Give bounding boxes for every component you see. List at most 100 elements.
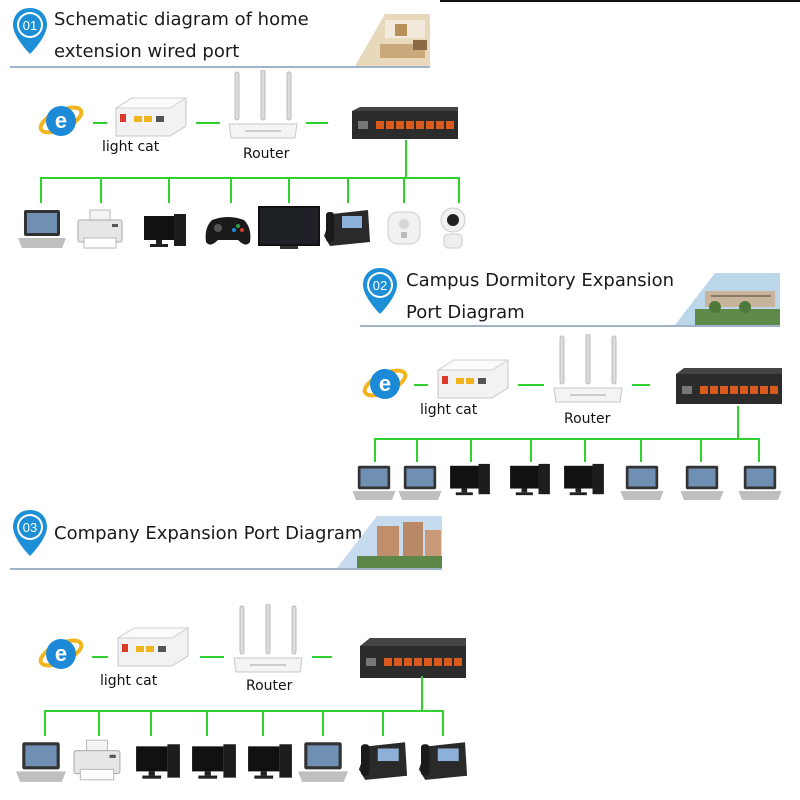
monitor-icon: [258, 206, 320, 249]
section-number: 02: [373, 278, 387, 293]
light-cat-label: light cat: [102, 139, 160, 155]
game-controller-icon: [205, 217, 251, 245]
title-underline: [360, 325, 780, 327]
wire: [405, 140, 407, 178]
network-switch-icon: [676, 368, 782, 404]
location-pin-icon: 02: [363, 268, 397, 314]
desktop-pc-icon: [248, 744, 292, 779]
drop-wire: [403, 177, 405, 203]
drop-wire: [347, 177, 349, 203]
laptop-icon: [620, 465, 664, 500]
internet-explorer-icon: e: [38, 105, 84, 136]
ip-phone-icon: [418, 742, 468, 780]
campus-photo: [675, 273, 780, 327]
internet-explorer-icon: e: [38, 638, 84, 669]
section-title-line-2: extension wired port: [54, 41, 240, 62]
drop-wire: [530, 438, 532, 462]
wire: [200, 656, 224, 658]
wireless-router-icon: [553, 334, 623, 403]
ip-phone-icon: [358, 742, 408, 780]
title-underline: [10, 568, 442, 570]
wire: [312, 656, 332, 658]
drop-wire: [206, 710, 208, 736]
ip-phone-icon: [324, 210, 370, 246]
printer-icon: [73, 739, 121, 781]
section-number: 01: [23, 18, 37, 33]
drop-wire: [758, 438, 760, 462]
desktop-pc-icon: [144, 214, 186, 247]
desktop-pc-icon: [510, 463, 550, 496]
desktop-pc-icon: [450, 463, 490, 496]
section-title: Company Expansion Port Diagram: [54, 523, 363, 544]
location-pin-icon: 01: [13, 8, 47, 54]
laptop-icon: [16, 742, 66, 782]
light-cat-label: light cat: [100, 673, 158, 689]
top-divider-line: [440, 0, 800, 2]
bus-wire: [44, 710, 444, 712]
router-label: Router: [564, 411, 611, 427]
wire: [92, 656, 108, 658]
section-number: 03: [23, 520, 37, 535]
drop-wire: [322, 710, 324, 736]
light-cat-label: light cat: [420, 402, 478, 418]
drop-wire: [584, 438, 586, 462]
wire: [421, 676, 423, 711]
network-switch-icon: [360, 638, 466, 678]
router-label: Router: [246, 678, 293, 694]
drop-wire: [700, 438, 702, 462]
wire: [196, 122, 220, 124]
svg-text:e: e: [379, 371, 391, 396]
desktop-pc-icon: [564, 463, 604, 496]
wire: [518, 384, 544, 386]
drop-wire: [442, 710, 444, 736]
security-camera-icon: [440, 207, 466, 249]
optical-modem-icon: [116, 627, 190, 667]
laptop-icon: [398, 465, 442, 500]
printer-icon: [77, 209, 123, 249]
router-label: Router: [243, 146, 290, 162]
internet-explorer-icon: e: [362, 368, 408, 399]
wireless-router-icon: [228, 70, 298, 139]
living-room-photo: [325, 14, 430, 68]
laptop-icon: [352, 465, 396, 500]
drop-wire: [458, 177, 460, 203]
location-pin-icon: 03: [13, 510, 47, 556]
drop-wire: [374, 438, 376, 462]
laptop-icon: [298, 742, 348, 782]
section-title-line-1: Campus Dormitory Expansion: [406, 270, 675, 291]
wire: [632, 384, 650, 386]
drop-wire: [100, 177, 102, 203]
svg-text:e: e: [55, 108, 67, 133]
wireless-router-icon: [233, 604, 303, 673]
drop-wire: [40, 177, 42, 203]
drop-wire: [640, 438, 642, 462]
desktop-pc-icon: [136, 744, 180, 779]
svg-text:e: e: [55, 641, 67, 666]
drop-wire: [288, 177, 290, 203]
drop-wire: [98, 710, 100, 736]
drop-wire: [262, 710, 264, 736]
wire: [306, 122, 328, 124]
drop-wire: [416, 438, 418, 462]
company-buildings-photo: [337, 516, 442, 570]
optical-modem-icon: [114, 97, 188, 137]
laptop-icon: [680, 465, 724, 500]
drop-wire: [150, 710, 152, 736]
bus-wire: [374, 438, 760, 440]
drop-wire: [470, 438, 472, 462]
drop-wire: [230, 177, 232, 203]
smart-speaker-icon: [387, 211, 421, 245]
laptop-icon: [738, 465, 782, 500]
drop-wire: [44, 710, 46, 736]
drop-wire: [168, 177, 170, 203]
title-underline: [10, 66, 430, 68]
drop-wire: [382, 710, 384, 736]
section-title-line-1: Schematic diagram of home: [54, 9, 309, 30]
optical-modem-icon: [436, 359, 510, 399]
wire: [93, 122, 107, 124]
wire: [737, 406, 739, 439]
wire: [414, 384, 428, 386]
